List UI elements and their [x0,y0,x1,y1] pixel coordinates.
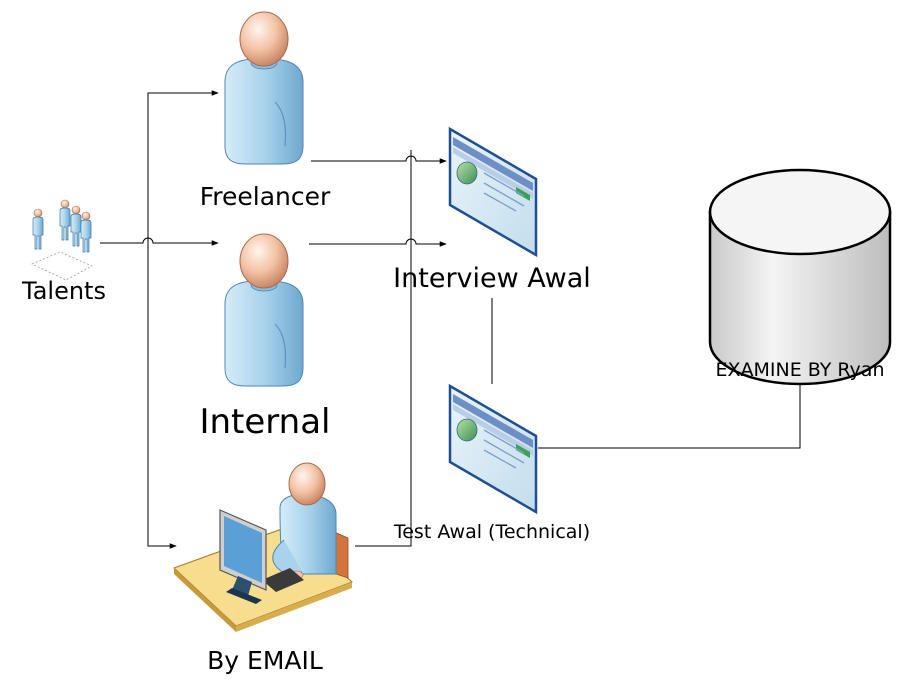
internal-node: Internal [199,233,331,442]
connector-test-examiner [538,382,801,449]
interview-awal-label: Interview Awal [393,263,591,294]
connector-internal-interview [309,238,447,247]
by-email-node: By EMAIL [173,462,353,675]
freelancer-person-icon [224,11,304,165]
connector-talents-email [147,243,177,549]
people-group-icon [31,199,93,281]
talents-label: Talents [21,277,106,305]
freelancer-node: Freelancer [200,11,331,211]
connector-freelancer-interview [311,155,447,164]
interview-page-icon [448,127,538,257]
connector-talents-freelancer [147,90,219,243]
connectors [100,90,801,549]
test-awal-label: Test Awal (Technical) [393,521,590,543]
by-email-label: By EMAIL [207,646,323,675]
database-cylinder-icon [708,168,892,386]
internal-person-icon [224,233,304,387]
internal-label: Internal [199,402,330,442]
test-page-icon [448,384,538,514]
connector-email-interview [355,150,412,547]
interview-awal-node: Interview Awal [393,127,591,294]
examiner-node: EXAMINE BY Ryan [708,168,892,386]
examiner-label: EXAMINE BY Ryan [715,359,884,381]
freelancer-label: Freelancer [200,182,331,211]
test-awal-node: Test Awal (Technical) [393,384,590,543]
computer-user-icon [173,462,353,632]
connector-talents-internal [100,237,219,246]
talents-node: Talents [21,199,106,305]
